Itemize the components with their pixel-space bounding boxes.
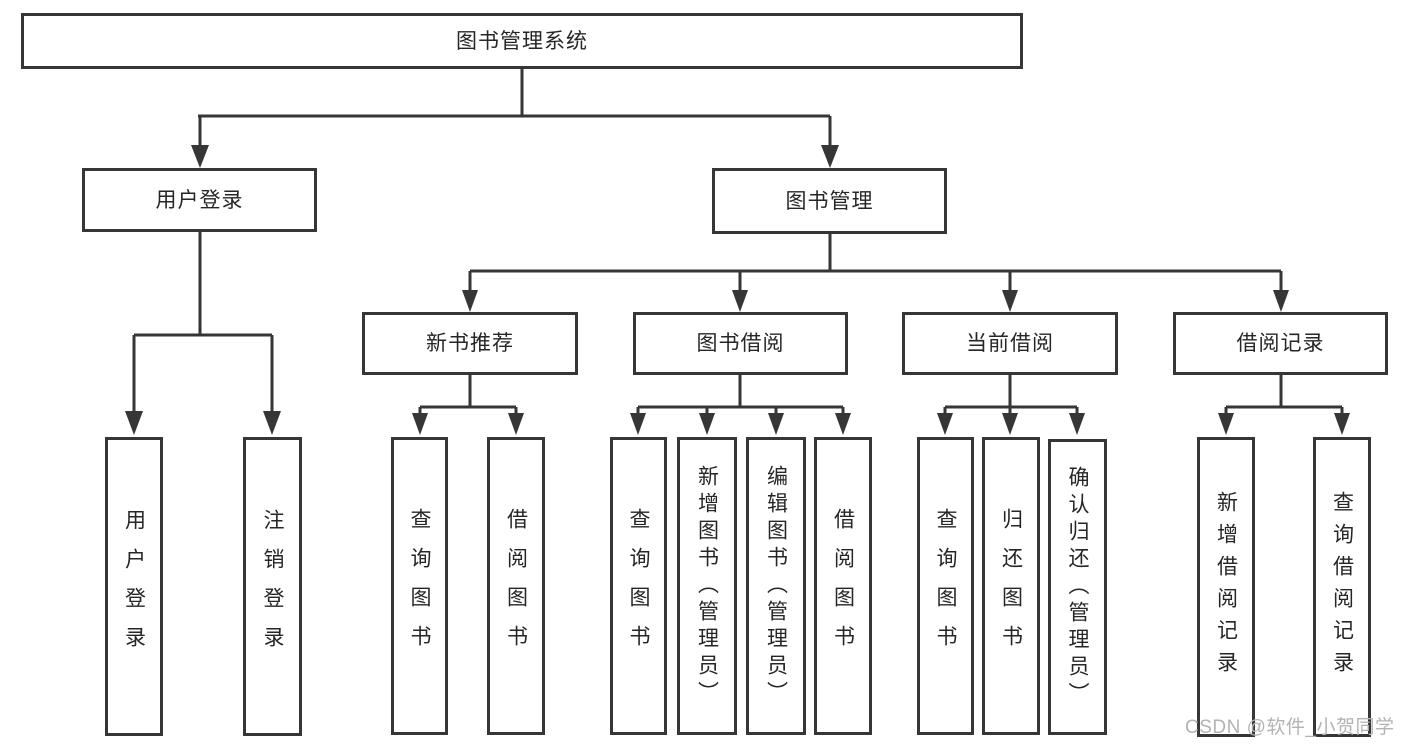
leaf-confirm-return-admin: 确认归还（管理员） xyxy=(1048,439,1107,735)
node-label: 图书管理系统 xyxy=(456,29,588,53)
node-label: 新增图书（管理员） xyxy=(695,464,719,708)
node-label: 新书推荐 xyxy=(426,332,514,355)
leaf-borrow-books: 借阅图书 xyxy=(814,437,872,735)
node-label: 借阅记录 xyxy=(1236,332,1325,355)
node-library-management-system: 图书管理系统 xyxy=(21,13,1023,69)
leaf-return-books: 归还图书 xyxy=(982,437,1040,735)
leaf-query-books-current: 查询图书 xyxy=(917,437,974,735)
node-label: 用户登录 xyxy=(122,508,146,665)
node-book-management: 图书管理 xyxy=(712,168,947,234)
node-label: 用户登录 xyxy=(155,188,244,212)
leaf-add-borrow-record: 新增借阅记录 xyxy=(1197,437,1255,737)
leaf-query-books-borrow: 查询图书 xyxy=(610,437,667,735)
node-current-borrow: 当前借阅 xyxy=(902,312,1118,375)
leaf-borrow-books-recommend: 借阅图书 xyxy=(487,437,545,735)
node-label: 确认归还（管理员） xyxy=(1066,465,1089,709)
arrowheads xyxy=(125,145,1350,435)
node-label: 查询图书 xyxy=(934,508,957,664)
leaf-query-borrow-record: 查询借阅记录 xyxy=(1313,437,1371,737)
leaf-logout: 注销登录 xyxy=(243,437,302,736)
node-label: 注销登录 xyxy=(261,508,284,665)
node-user-login: 用户登录 xyxy=(82,168,317,232)
node-label: 借阅图书 xyxy=(504,508,528,664)
node-new-book-recommend: 新书推荐 xyxy=(362,312,578,375)
node-book-borrow: 图书借阅 xyxy=(633,312,848,375)
node-label: 新增借阅记录 xyxy=(1214,491,1238,683)
node-label: 归还图书 xyxy=(999,508,1023,664)
node-label: 图书借阅 xyxy=(696,332,785,355)
csdn-watermark: CSDN @软件_小贺同学 xyxy=(1185,717,1395,738)
leaf-add-books-admin: 新增图书（管理员） xyxy=(677,437,737,735)
node-label: 查询图书 xyxy=(627,508,650,664)
leaf-user-login: 用户登录 xyxy=(105,437,163,736)
leaf-edit-books-admin: 编辑图书（管理员） xyxy=(746,437,806,735)
node-label: 当前借阅 xyxy=(966,332,1054,355)
node-label: 查询图书 xyxy=(408,508,431,664)
node-borrow-records: 借阅记录 xyxy=(1173,312,1388,375)
node-label: 图书管理 xyxy=(785,189,874,213)
node-label: 借阅图书 xyxy=(831,508,855,664)
leaf-query-books-recommend: 查询图书 xyxy=(391,437,448,735)
node-label: 查询借阅记录 xyxy=(1330,491,1354,683)
node-label: 编辑图书（管理员） xyxy=(764,464,788,708)
